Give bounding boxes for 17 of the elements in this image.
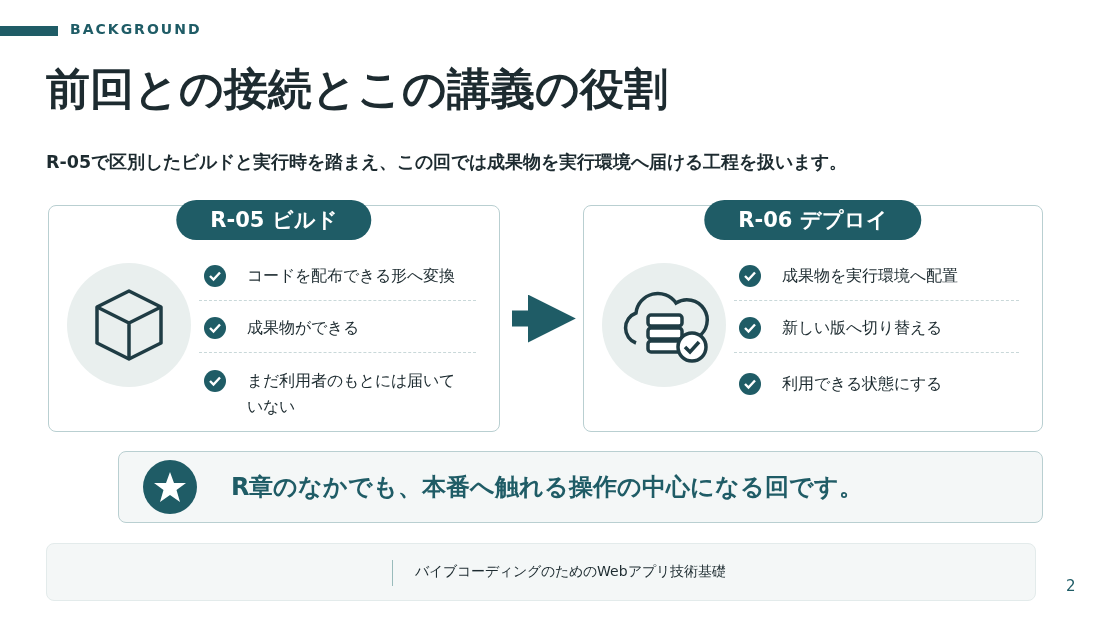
highlight-banner bbox=[118, 451, 1043, 523]
footer-bar bbox=[46, 543, 1036, 601]
list-item: まだ利用者のもとには届いていない bbox=[247, 370, 456, 418]
title-pill: R-05 ビルド bbox=[176, 200, 372, 240]
banner-text: R章のなかでも、本番へ触れる操作の中心になる回です。 bbox=[231, 472, 864, 503]
list-item: 新しい版へ切り替える bbox=[782, 317, 943, 339]
footer-text: バイブコーディングのためのWebアプリ技術基礎 bbox=[415, 563, 726, 581]
list-item: 利用できる状態にする bbox=[782, 373, 943, 395]
section-label: BACKGROUND bbox=[70, 21, 202, 37]
page-number: 2 bbox=[1066, 577, 1076, 595]
arrow bbox=[512, 294, 576, 343]
title-pill: R-06 デプロイ bbox=[704, 200, 922, 240]
list-item: 成果物ができる bbox=[247, 317, 360, 339]
subtitle: R-05で区別したビルドと実行時を踏まえ、この回では成果物を実行環境へ届ける工程を扱います。 bbox=[46, 151, 848, 174]
list-item: コードを配布できる形へ変換 bbox=[247, 265, 456, 287]
list-item: 成果物を実行環境へ配置 bbox=[782, 265, 959, 287]
slide-title: 前回との接続とこの講義の役割 bbox=[46, 62, 668, 116]
